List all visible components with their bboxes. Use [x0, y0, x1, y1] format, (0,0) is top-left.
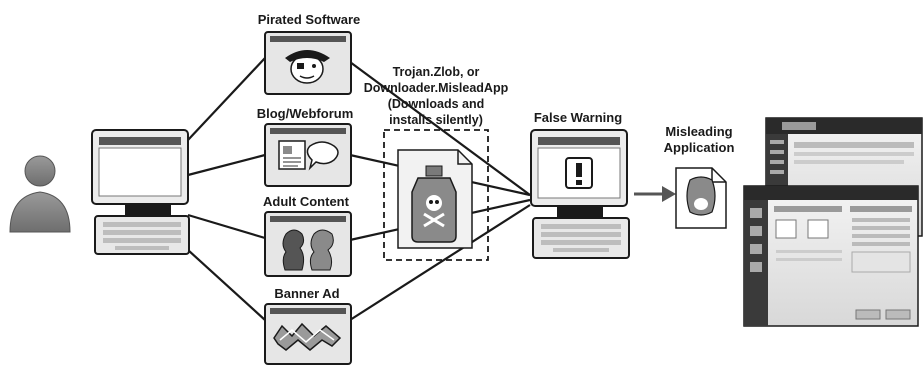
- source-blog-webforum: Blog/Webforum: [257, 106, 354, 187]
- source-banner-ad: Banner Ad: [264, 286, 352, 365]
- false-warning-computer: False Warning: [530, 110, 630, 259]
- poison-bottle-icon: [411, 165, 457, 243]
- connector-user-blog: [187, 153, 266, 177]
- misleading-app-icon: [675, 167, 727, 229]
- pirate-icon: [285, 50, 330, 84]
- adult-content-icon: [282, 229, 334, 271]
- connector-banner-warning: [349, 204, 531, 321]
- misleading-application: Misleading Application: [664, 124, 735, 229]
- source-adult-content: Adult Content: [263, 194, 352, 277]
- user-icon: [9, 155, 71, 233]
- user-computer: [91, 129, 190, 255]
- payload-group: Trojan.Zlob, or Downloader.MisleadApp (D…: [364, 65, 509, 261]
- source-pirated-software: Pirated Software: [258, 12, 361, 95]
- connector-user-adult: [187, 213, 266, 240]
- blog-icon: [278, 140, 339, 171]
- misleading-line-1: Misleading: [665, 124, 732, 139]
- arrow-to-misleading-app: [634, 186, 676, 202]
- misleading-line-2: Application: [664, 140, 735, 155]
- payload-line-1: Trojan.Zlob, or: [393, 65, 480, 79]
- payload-line-2: Downloader.MisleadApp: [364, 81, 509, 95]
- banner-label: Banner Ad: [274, 286, 339, 301]
- adult-label: Adult Content: [263, 194, 350, 209]
- app-screenshot-front: [743, 185, 919, 327]
- pirated-label: Pirated Software: [258, 12, 361, 27]
- exclamation-icon: [565, 157, 593, 189]
- connector-user-pirated: [187, 57, 266, 141]
- blog-label: Blog/Webforum: [257, 106, 354, 121]
- payload-line-4: installs silently): [389, 113, 483, 127]
- connector-user-banner: [187, 249, 266, 321]
- payload-line-3: (Downloads and: [388, 97, 485, 111]
- banner-icon: [273, 322, 342, 351]
- connector-pirated-warning: [349, 61, 531, 196]
- payload-dashed-box: [383, 129, 489, 261]
- warning-label: False Warning: [534, 110, 622, 125]
